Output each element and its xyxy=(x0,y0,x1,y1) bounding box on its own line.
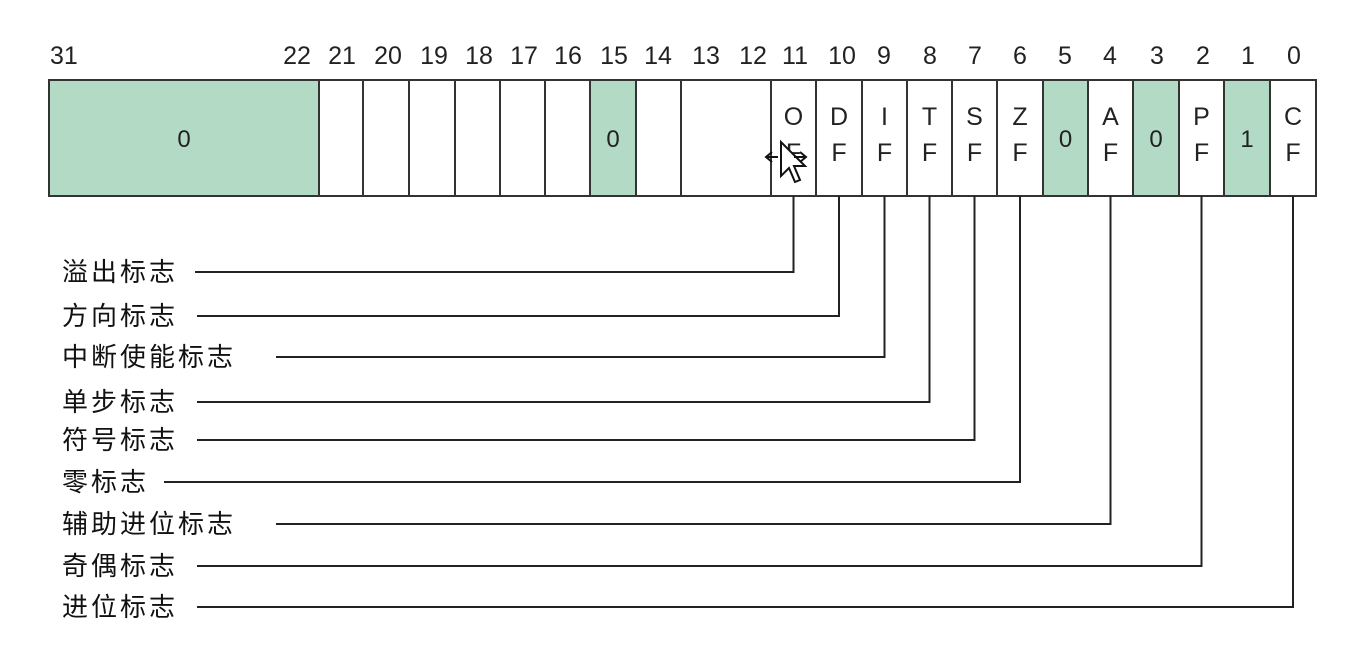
flag-letter: S xyxy=(966,103,983,131)
bit-number-18: 18 xyxy=(465,42,493,70)
bit-number-11: 11 xyxy=(782,42,808,70)
bit-number-7: 7 xyxy=(968,42,982,70)
bit-number-2: 2 xyxy=(1196,42,1210,70)
flag-cell-pf xyxy=(1178,79,1225,197)
flag-letter: F xyxy=(1012,139,1027,167)
leader-line-tf xyxy=(197,196,931,403)
flag-letter: F xyxy=(922,139,937,167)
bit-number-10: 10 xyxy=(828,42,856,70)
flag-cell-df xyxy=(815,79,863,197)
reserved-bits-31-22 xyxy=(48,79,320,197)
flag-label-df: 方向标志 xyxy=(62,302,178,332)
flag-letter: F xyxy=(1285,139,1300,167)
bit-number-8: 8 xyxy=(923,42,937,70)
flag-label-tf: 单步标志 xyxy=(62,388,178,418)
flag-letter: F xyxy=(1103,139,1118,167)
flag-cell-cf xyxy=(1269,79,1317,197)
bit-cell-1 xyxy=(1223,79,1271,197)
leader-line-pf xyxy=(197,196,1203,567)
flag-letter: O xyxy=(784,103,803,131)
flag-letter: A xyxy=(1102,103,1119,131)
bit-cell-16 xyxy=(544,79,591,197)
bit-number-22: 22 xyxy=(283,42,311,70)
leader-line-sf xyxy=(197,196,976,441)
bit-cell-14 xyxy=(635,79,682,197)
flag-label-of: 溢出标志 xyxy=(62,258,178,288)
flag-letter: I xyxy=(881,103,888,131)
reserved-bits-value: 0 xyxy=(177,126,190,153)
flag-cell-sf xyxy=(951,79,998,197)
bit-number-20: 20 xyxy=(374,42,402,70)
bit-cell-19 xyxy=(408,79,456,197)
bit-value: 0 xyxy=(606,126,619,153)
flag-label-sf: 符号标志 xyxy=(62,426,178,456)
bit-number-9: 9 xyxy=(877,42,891,70)
bit-number-1: 1 xyxy=(1241,42,1255,70)
bit-number-3: 3 xyxy=(1150,42,1164,70)
flag-letter: P xyxy=(1193,103,1210,131)
leader-line-cf xyxy=(197,196,1294,608)
bit-number-16: 16 xyxy=(554,42,582,70)
bit-cell-3 xyxy=(1132,79,1180,197)
flag-letter: Z xyxy=(1012,103,1027,131)
flag-letter: T xyxy=(922,103,937,131)
leader-line-of xyxy=(195,196,795,273)
flag-letter: F xyxy=(1194,139,1209,167)
flag-cell-tf xyxy=(906,79,953,197)
mouse-cursor-icon xyxy=(764,139,808,184)
leader-line-af xyxy=(276,196,1112,525)
bit-cell-18 xyxy=(454,79,501,197)
bit-cell-20 xyxy=(362,79,410,197)
bit-number-14: 14 xyxy=(644,42,672,70)
bit-number-21: 21 xyxy=(328,42,356,70)
bit-cell-21 xyxy=(318,79,364,197)
bit-value: 0 xyxy=(1149,126,1162,153)
flag-letter: D xyxy=(830,103,848,131)
leader-line-zf xyxy=(164,196,1021,483)
bit-cell-17 xyxy=(499,79,546,197)
bit-number-6: 6 xyxy=(1013,42,1027,70)
flag-label-af: 辅助进位标志 xyxy=(62,510,236,540)
flag-letter: C xyxy=(1284,103,1302,131)
flag-label-zf: 零标志 xyxy=(62,468,149,498)
bit-cell-15 xyxy=(589,79,637,197)
flag-letter: F xyxy=(877,139,892,167)
bit-number-19: 19 xyxy=(420,42,448,70)
bit-value: 1 xyxy=(1240,126,1253,153)
bit-value: 0 xyxy=(1059,126,1072,153)
bit-number-17: 17 xyxy=(510,42,538,70)
flag-label-cf: 进位标志 xyxy=(62,593,178,623)
bit-cell-13-12 xyxy=(680,79,772,197)
leader-line-if xyxy=(276,196,886,358)
bit-number-13: 13 xyxy=(692,42,720,70)
bit-number-15: 15 xyxy=(600,42,628,70)
flag-cell-if xyxy=(861,79,908,197)
bit-number-31: 31 xyxy=(50,42,78,70)
flag-label-if: 中断使能标志 xyxy=(62,343,236,373)
leader-line-df xyxy=(197,196,840,317)
flag-cell-zf xyxy=(996,79,1044,197)
bit-number-4: 4 xyxy=(1103,42,1117,70)
flag-label-pf: 奇偶标志 xyxy=(62,552,178,582)
flag-letter: F xyxy=(967,139,982,167)
bit-number-12: 12 xyxy=(739,42,767,70)
flag-cell-af xyxy=(1087,79,1134,197)
bit-number-0: 0 xyxy=(1287,42,1301,70)
flag-letter: F xyxy=(831,139,846,167)
bit-number-5: 5 xyxy=(1058,42,1072,70)
